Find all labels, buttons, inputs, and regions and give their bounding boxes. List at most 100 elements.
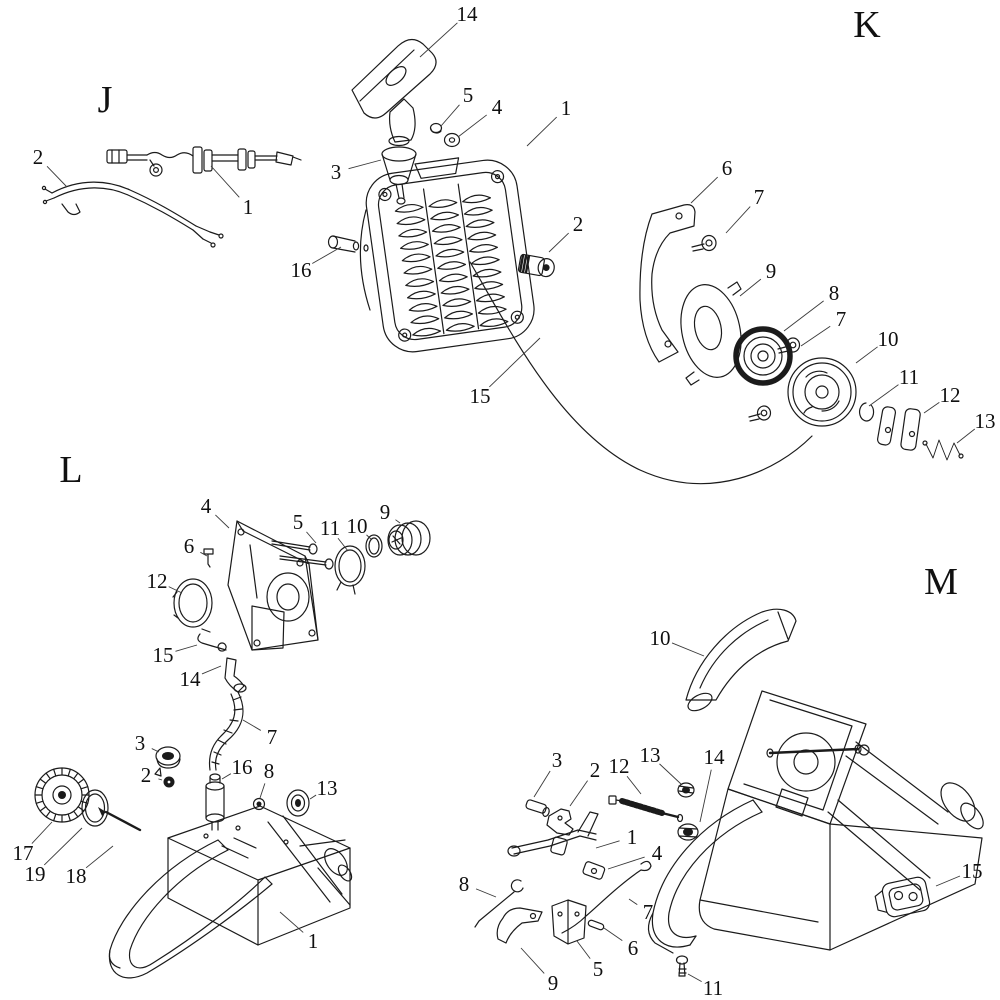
spring-plate-part	[680, 281, 742, 386]
washer-parts	[429, 122, 461, 148]
section-label-l: L	[59, 449, 82, 491]
leader-line-l-8	[259, 783, 266, 799]
circlip-part	[859, 402, 875, 422]
wire-harness-part	[106, 146, 302, 177]
leader-line-k-7	[800, 325, 831, 347]
callout-k-4: 4	[492, 95, 503, 119]
callout-l-7: 7	[267, 725, 278, 749]
callout-l-18: 18	[66, 864, 87, 888]
leader-line-l-18	[85, 845, 114, 869]
callout-m-3: 3	[552, 748, 563, 772]
callout-j-2: 2	[33, 145, 44, 169]
leader-line-l-10	[366, 534, 373, 541]
callout-m-12: 12	[609, 754, 630, 778]
callout-l-4: 4	[201, 494, 212, 518]
leader-line-m-5	[576, 940, 591, 959]
leader-line-l-4	[215, 514, 230, 529]
section-l-drawing	[34, 520, 431, 979]
leader-line-k-5	[440, 104, 460, 127]
leader-line-l-13	[309, 794, 317, 800]
leader-line-l-3	[151, 748, 160, 753]
bushing-part	[286, 789, 310, 817]
callout-m-11: 11	[703, 976, 723, 1000]
leader-line-k-14	[419, 22, 458, 58]
screw-part	[691, 234, 801, 422]
leader-line-k-12	[923, 402, 940, 414]
callout-k-8: 8	[829, 281, 840, 305]
callout-m-7: 7	[643, 900, 654, 924]
callout-l-13: 13	[317, 776, 338, 800]
starter-grip-part	[351, 38, 437, 147]
choke-rod-part	[474, 879, 524, 928]
leader-line-m-1	[595, 840, 620, 849]
leader-line-l-12	[168, 586, 183, 594]
pawl-spring-part	[922, 439, 964, 461]
callout-m-9: 9	[548, 971, 559, 995]
leader-line-k-11	[868, 384, 899, 407]
callout-k-1: 1	[561, 96, 572, 120]
leader-line-l-7	[242, 719, 262, 731]
callout-l-2: 2	[141, 763, 152, 787]
leader-line-l-11	[337, 537, 349, 552]
leader-line-l-16	[221, 773, 232, 780]
callout-m-14: 14	[704, 745, 726, 769]
nut-part	[252, 797, 266, 811]
callout-l-10: 10	[347, 514, 368, 538]
leader-line-m-11	[687, 973, 702, 983]
long-bolt-part	[98, 807, 142, 832]
section-j-drawing	[41, 146, 302, 248]
callout-k-3: 3	[331, 160, 342, 184]
leader-line-l-14	[201, 665, 222, 675]
pivot-pin-part	[587, 919, 605, 931]
leader-line-m-10	[671, 642, 705, 657]
leader-line-j-1	[210, 165, 240, 198]
callout-m-15: 15	[962, 859, 983, 883]
leader-line-k-1	[526, 116, 558, 147]
callout-k-7: 7	[754, 185, 765, 209]
oil-hose-part	[208, 691, 244, 771]
clutch-drum-part	[387, 520, 431, 556]
callout-m-8: 8	[459, 872, 470, 896]
small-screw-part	[203, 548, 214, 568]
leader-line-l-15	[175, 644, 198, 652]
callout-l-6: 6	[184, 534, 195, 558]
callout-k-9: 9	[766, 259, 777, 283]
callout-l-3: 3	[135, 731, 146, 755]
callout-k-10: 10	[878, 327, 899, 351]
callout-m-13: 13	[640, 743, 661, 767]
leader-line-k-2	[548, 232, 569, 253]
rope-pulley-part	[787, 357, 857, 427]
leader-line-k-3	[348, 159, 382, 170]
pawl-parts	[876, 406, 921, 451]
oil-pump-part	[205, 773, 225, 831]
stop-switch-part	[874, 876, 931, 918]
bolt-part	[327, 235, 369, 253]
callout-k-2: 2	[573, 212, 584, 236]
callout-m-5: 5	[593, 957, 604, 981]
starter-rope-part	[469, 261, 813, 485]
leader-line-m-4	[607, 856, 645, 870]
callout-k-7: 7	[836, 307, 847, 331]
callout-l-16: 16	[232, 755, 253, 779]
leader-line-m-6	[603, 927, 623, 941]
callout-l-1: 1	[308, 929, 319, 953]
leader-line-k-13	[956, 428, 976, 444]
callout-k-13: 13	[975, 409, 996, 433]
callout-j-1: 1	[243, 195, 254, 219]
leader-line-l-9	[395, 519, 401, 524]
callout-k-14: 14	[457, 2, 479, 26]
callout-m-4: 4	[652, 841, 663, 865]
callout-k-12: 12	[940, 383, 961, 407]
rewind-spring-part	[733, 326, 793, 386]
leader-line-m-14	[699, 769, 712, 823]
callout-m-1: 1	[627, 825, 638, 849]
bracket-part	[546, 808, 574, 836]
callout-k-16: 16	[291, 258, 312, 282]
leader-line-k-8	[783, 300, 824, 332]
starter-housing-part	[359, 157, 535, 353]
pump-cap-part	[154, 746, 181, 777]
sprocket-drum-part	[34, 767, 90, 823]
